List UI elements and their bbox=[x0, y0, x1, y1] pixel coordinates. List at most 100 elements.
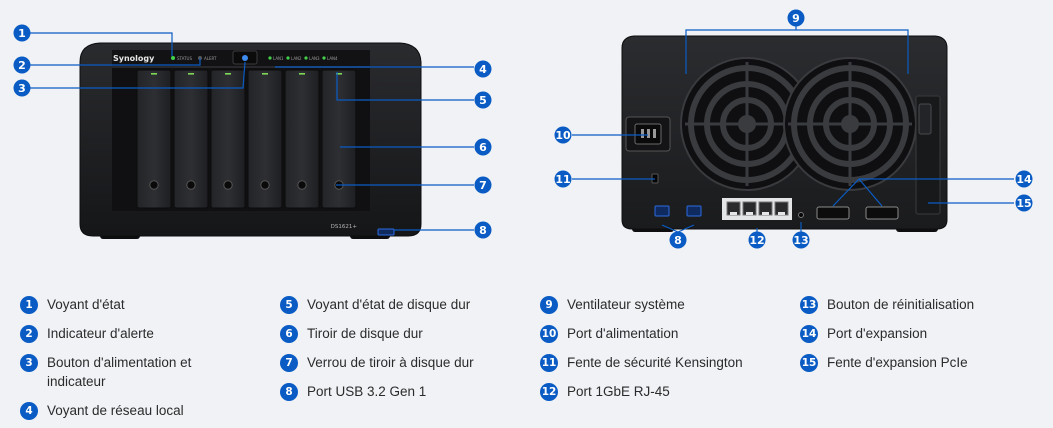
svg-text:7: 7 bbox=[479, 179, 487, 192]
drive-tray-3[interactable] bbox=[210, 69, 246, 209]
svg-text:8: 8 bbox=[674, 234, 682, 247]
svg-text:8: 8 bbox=[479, 224, 487, 237]
svg-text:14: 14 bbox=[1016, 173, 1032, 186]
drive-tray-lock-1[interactable] bbox=[149, 180, 159, 190]
diagram-badge-15: 15 bbox=[1015, 194, 1033, 212]
legend-item-8: 8 Port USB 3.2 Gen 1 bbox=[280, 382, 426, 401]
diagram-badge-12: 12 bbox=[748, 231, 766, 249]
legend-label: Ventilateur système bbox=[567, 297, 685, 312]
legend-label: Port USB 3.2 Gen 1 bbox=[307, 384, 427, 399]
nas-diagram: Synology STATUS ALERT LAN1 LAN2 LAN3 LAN… bbox=[13, 9, 1033, 249]
pcie-slot-latch[interactable] bbox=[918, 103, 932, 135]
drive-status-led-6 bbox=[336, 73, 342, 75]
legend-badge: 2 bbox=[20, 325, 38, 343]
alert-led-label: ALERT bbox=[204, 56, 217, 61]
drive-tray-lock-4[interactable] bbox=[260, 180, 270, 190]
diagram-badge-2: 2 bbox=[13, 56, 31, 74]
diagram-badge-14: 14 bbox=[1015, 170, 1033, 188]
drive-trays bbox=[136, 69, 357, 209]
rear-usb-port-1[interactable] bbox=[654, 205, 670, 217]
legend-label: Port 1GbE RJ-45 bbox=[567, 384, 670, 399]
diagram-badge-9: 9 bbox=[787, 9, 805, 27]
drive-status-led-4 bbox=[262, 73, 268, 75]
drive-tray-1[interactable] bbox=[136, 69, 172, 209]
svg-text:6: 6 bbox=[479, 141, 487, 154]
rj45-port-4[interactable] bbox=[774, 201, 789, 216]
rj45-port-3[interactable] bbox=[758, 201, 773, 216]
legend-label: Voyant d'état de disque dur bbox=[307, 297, 471, 312]
drive-tray-2[interactable] bbox=[173, 69, 209, 209]
rj45-port-2[interactable] bbox=[742, 201, 757, 216]
lan-led-3 bbox=[304, 56, 308, 60]
rj45-port-1[interactable] bbox=[726, 201, 741, 216]
legend-badge: 5 bbox=[280, 296, 298, 314]
legend-label: Tiroir de disque dur bbox=[307, 326, 423, 341]
svg-text:15: 15 bbox=[1016, 197, 1031, 210]
drive-tray-5[interactable] bbox=[284, 69, 320, 209]
legend-badge: 4 bbox=[20, 402, 38, 420]
drive-tray-4[interactable] bbox=[247, 69, 283, 209]
svg-text:5: 5 bbox=[479, 94, 487, 107]
lan-led-1-label: LAN1 bbox=[273, 56, 284, 61]
expansion-port-2[interactable] bbox=[865, 206, 899, 220]
legend-label: Fente d'expansion PcIe bbox=[827, 355, 968, 370]
lan-led-4 bbox=[322, 56, 326, 60]
legend-badge: 15 bbox=[800, 354, 818, 372]
legend-label: Bouton d'alimentation et indicateur bbox=[47, 355, 192, 389]
diagram-badge-11: 11 bbox=[554, 170, 572, 188]
legend-badge: 13 bbox=[800, 296, 818, 314]
lan-led-2-label: LAN2 bbox=[291, 56, 302, 61]
lan-led-3-label: LAN3 bbox=[309, 56, 320, 61]
legend-badge: 11 bbox=[540, 354, 558, 372]
drive-status-led-1 bbox=[151, 73, 157, 75]
lan-led-1 bbox=[268, 56, 272, 60]
rear-usb-port-2[interactable] bbox=[686, 205, 702, 217]
drive-tray-lock-2[interactable] bbox=[186, 180, 196, 190]
back-view bbox=[621, 35, 948, 232]
lan-led-4-label: LAN4 bbox=[327, 56, 338, 61]
svg-text:4: 4 bbox=[479, 63, 487, 76]
diagram-badge-7: 7 bbox=[474, 176, 492, 194]
legend-label: Voyant de réseau local bbox=[47, 403, 184, 418]
legend-badge: 8 bbox=[280, 383, 298, 401]
legend-item-1: 1 Voyant d'état bbox=[20, 295, 125, 314]
front-usb-port[interactable] bbox=[377, 228, 395, 236]
expansion-port-1[interactable] bbox=[816, 206, 850, 220]
legend-label: Bouton de réinitialisation bbox=[827, 297, 975, 312]
drive-tray-lock-3[interactable] bbox=[223, 180, 233, 190]
legend-item-2: 2 Indicateur d'alerte bbox=[20, 324, 154, 343]
front-view: Synology STATUS ALERT LAN1 LAN2 LAN3 LAN… bbox=[79, 42, 422, 239]
svg-text:1: 1 bbox=[18, 27, 26, 40]
legend-badge: 10 bbox=[540, 325, 558, 343]
legend-item-4: 4 Voyant de réseau local bbox=[20, 401, 184, 420]
svg-text:2: 2 bbox=[18, 59, 26, 72]
legend-label: Voyant d'état bbox=[47, 297, 125, 312]
drive-tray-lock-5[interactable] bbox=[297, 180, 307, 190]
diagram-badge-8: 8 bbox=[474, 221, 492, 239]
legend-item-13: 13 Bouton de réinitialisation bbox=[800, 295, 974, 314]
drive-tray-6[interactable] bbox=[321, 69, 357, 209]
svg-text:3: 3 bbox=[18, 82, 26, 95]
diagram-badge-1: 1 bbox=[13, 24, 31, 42]
status-led-label: STATUS bbox=[177, 56, 192, 61]
diagram-badge-4: 4 bbox=[474, 60, 492, 78]
legend-label: Indicateur d'alerte bbox=[47, 326, 154, 341]
legend-label: Verrou de tiroir à disque dur bbox=[307, 355, 474, 370]
reset-button[interactable] bbox=[798, 212, 804, 218]
model-label: DS1621+ bbox=[331, 224, 358, 230]
legend-label: Port d'alimentation bbox=[567, 326, 679, 341]
svg-text:9: 9 bbox=[792, 12, 800, 25]
diagram-badge-8: 8 bbox=[669, 231, 687, 249]
legend-item-10: 10 Port d'alimentation bbox=[540, 324, 678, 343]
drive-status-led-5 bbox=[299, 73, 305, 75]
status-led bbox=[171, 56, 175, 60]
drive-status-led-2 bbox=[188, 73, 194, 75]
power-indicator bbox=[242, 55, 248, 61]
legend-badge: 1 bbox=[20, 296, 38, 314]
legend-badge: 14 bbox=[800, 325, 818, 343]
